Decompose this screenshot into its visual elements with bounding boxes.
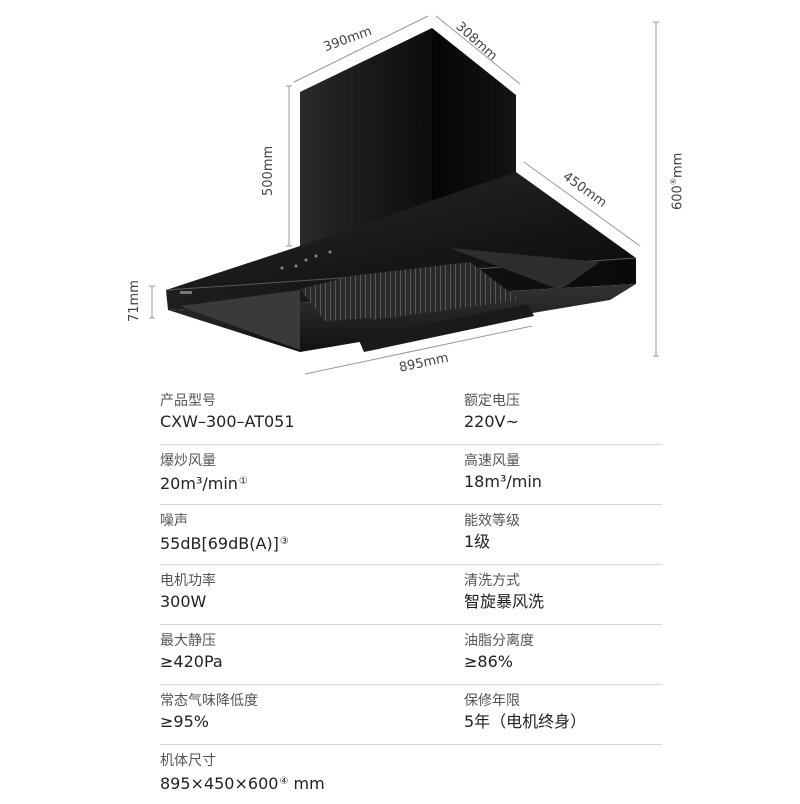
spec-value: 220V~ <box>464 412 519 431</box>
spec-value: 300W <box>160 592 207 611</box>
dim-total-height-note: ④ <box>669 178 678 186</box>
spec-label: 能效等级 <box>464 513 520 529</box>
spec-cell: 油脂分离度 ≥86% <box>464 631 704 673</box>
spec-value: CXW–300–AT051 <box>160 412 295 431</box>
spec-label: 噪声 <box>160 513 188 529</box>
spec-label: 电机功率 <box>160 573 216 589</box>
spec-row: 常态气味降低度 ≥95% 保修年限 5年（电机终身） <box>160 685 662 745</box>
spec-label: 爆炒风量 <box>160 453 216 469</box>
spec-cell: 机体尺寸 895×450×600④ mm <box>160 751 460 795</box>
spec-label: 清洗方式 <box>464 573 520 589</box>
range-hood-illustration <box>149 15 659 375</box>
spec-cell: 电机功率 300W <box>160 571 400 613</box>
spec-label: 常态气味降低度 <box>160 693 258 709</box>
left-wing <box>180 290 300 350</box>
spec-value: 1级 <box>464 532 491 551</box>
spec-cell: 额定电压 220V~ <box>464 391 704 433</box>
spec-label: 保修年限 <box>464 693 520 709</box>
spec-cell: 高速风量 18m³/min <box>464 451 704 493</box>
spec-value-wrap: 55dB[69dB(A)]③ <box>160 531 400 555</box>
spec-row: 电机功率 300W 清洗方式 智旋暴风洗 <box>160 565 662 625</box>
spec-label: 油脂分离度 <box>464 633 534 649</box>
spec-cell: 能效等级 1级 <box>464 511 704 553</box>
spec-cell: 噪声 55dB[69dB(A)]③ <box>160 511 400 555</box>
spec-row: 机体尺寸 895×450×600④ mm <box>160 745 662 804</box>
spec-row: 产品型号 CXW–300–AT051 额定电压 220V~ <box>160 385 662 445</box>
dim-total-height-value: 600 <box>670 185 686 210</box>
dim-panel-height: 71mm <box>127 280 142 322</box>
spec-value: 20m³/min <box>160 474 238 493</box>
spec-value: 5年（电机终身） <box>464 712 587 731</box>
touch-controls <box>280 250 332 270</box>
hood-lip <box>358 304 534 352</box>
footnote-marker: ④ <box>279 776 289 787</box>
dimension-lines <box>149 15 659 375</box>
spec-label: 高速风量 <box>464 453 520 469</box>
chimney-front <box>300 28 432 246</box>
spec-label: 额定电压 <box>464 393 520 409</box>
spec-value: ≥86% <box>464 652 513 671</box>
spec-table: 产品型号 CXW–300–AT051 额定电压 220V~ 爆炒风量 20m³/… <box>160 385 662 804</box>
spec-label: 最大静压 <box>160 633 216 649</box>
spec-cell: 常态气味降低度 ≥95% <box>160 691 400 733</box>
spec-cell: 爆炒风量 20m³/min① <box>160 451 400 495</box>
spec-row: 噪声 55dB[69dB(A)]③ 能效等级 1级 <box>160 505 662 565</box>
grille-center <box>350 262 520 320</box>
logo-mark <box>180 291 192 294</box>
spec-value: 895×450×600 <box>160 774 279 793</box>
product-figure: 390mm 308mm 500mm 450mm 600④mm 71mm 895m… <box>0 0 800 385</box>
dim-total-height-unit: mm <box>670 152 686 178</box>
spec-value: 18m³/min <box>464 472 542 491</box>
spec-value: 智旋暴风洗 <box>464 592 545 611</box>
spec-cell: 清洗方式 智旋暴风洗 <box>464 571 704 613</box>
spec-cell: 保修年限 5年（电机终身） <box>464 691 704 733</box>
spec-cell: 最大静压 ≥420Pa <box>160 631 400 673</box>
spec-value: 55dB[69dB(A)] <box>160 534 279 553</box>
spec-row: 最大静压 ≥420Pa 油脂分离度 ≥86% <box>160 625 662 685</box>
spec-label: 机体尺寸 <box>160 753 216 769</box>
dim-chimney-height: 500mm <box>261 145 276 196</box>
footnote-marker: ③ <box>279 536 289 547</box>
dim-total-height: 600④mm <box>669 152 686 210</box>
spec-value-wrap: 895×450×600④ mm <box>160 771 460 795</box>
grille-left <box>300 276 372 321</box>
spec-cell: 产品型号 CXW–300–AT051 <box>160 391 400 433</box>
spec-value: ≥95% <box>160 712 209 731</box>
spec-row: 爆炒风量 20m³/min① 高速风量 18m³/min <box>160 445 662 505</box>
chimney-side <box>432 28 516 246</box>
spec-value: ≥420Pa <box>160 652 223 671</box>
footnote-marker: ① <box>238 476 248 487</box>
spec-unit: mm <box>293 774 325 793</box>
right-wing <box>450 248 600 290</box>
spec-label: 产品型号 <box>160 393 216 409</box>
spec-value-wrap: 20m³/min① <box>160 471 400 495</box>
